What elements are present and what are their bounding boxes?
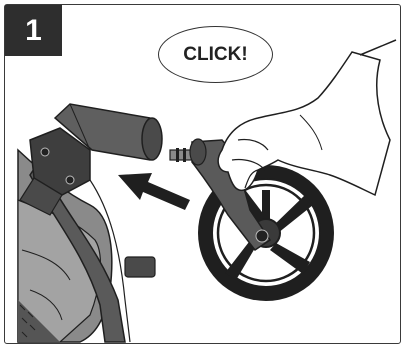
brake-pedal xyxy=(125,257,155,277)
insert-direction-arrow xyxy=(118,173,190,210)
click-callout-text: CLICK! xyxy=(183,44,247,66)
step-number-badge: 1 xyxy=(5,5,62,56)
click-callout-bubble: CLICK! xyxy=(158,26,273,83)
step-number: 1 xyxy=(25,14,42,48)
axle-pin xyxy=(170,148,192,162)
